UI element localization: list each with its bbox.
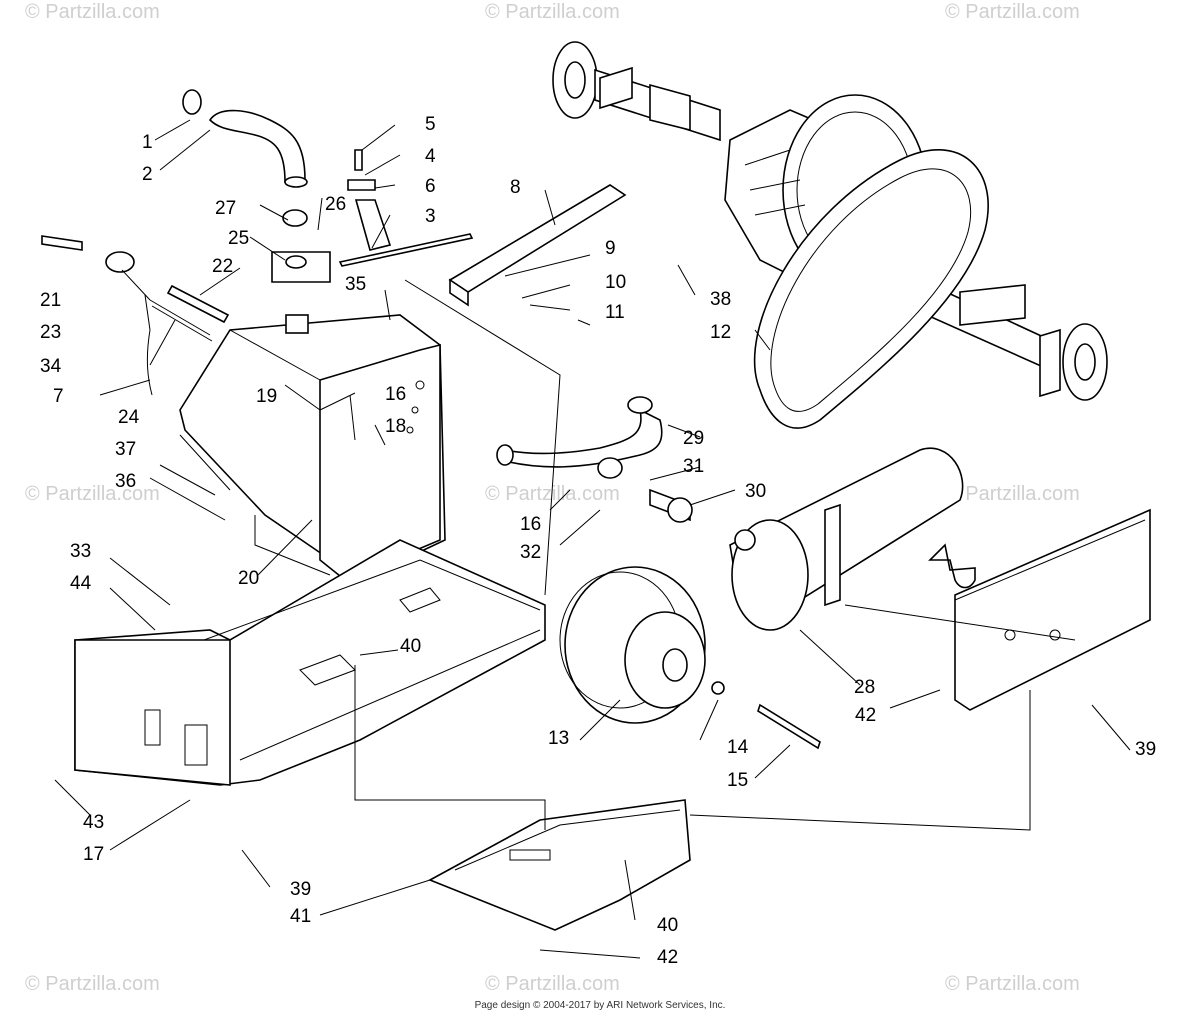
callout-27: 27 [215, 198, 236, 219]
callout-4: 4 [425, 146, 436, 167]
callout-3: 3 [425, 206, 436, 227]
watermark: © Partzilla.com [25, 973, 160, 995]
base-plate [74, 539, 546, 786]
callout-12: 12 [710, 322, 731, 343]
callout-31: 31 [683, 456, 704, 477]
callout-7: 7 [53, 386, 64, 407]
drive-clutch [559, 566, 821, 750]
watermark: © Partzilla.com [945, 483, 1080, 505]
heat-shield [954, 508, 1151, 711]
callout-15: 15 [727, 770, 748, 791]
watermark: © Partzilla.com [25, 1, 160, 23]
muffler [729, 447, 976, 631]
callout-labels: 1 2 3 4 5 6 7 8 9 10 11 12 13 14 15 16 1… [40, 114, 1156, 968]
callout-8: 8 [510, 177, 521, 198]
callout-22: 22 [212, 256, 233, 277]
drive-belt [753, 149, 989, 429]
callout-6: 6 [425, 176, 436, 197]
callout-40: 40 [400, 636, 421, 657]
callout-23: 23 [40, 322, 61, 343]
watermark: © Partzilla.com [945, 973, 1080, 995]
throttle-linkage [41, 149, 474, 396]
callout-28: 28 [854, 677, 875, 698]
callout-26: 26 [325, 194, 346, 215]
callout-38: 38 [710, 289, 731, 310]
callout-32: 32 [520, 542, 541, 563]
callout-37: 37 [115, 439, 136, 460]
axle-assembly [552, 41, 1108, 401]
callout-19: 19 [256, 386, 277, 407]
callout-14: 14 [727, 737, 749, 758]
leader-lines [54, 119, 1131, 959]
callout-9: 9 [605, 238, 616, 259]
belt-guard [428, 799, 691, 931]
callout-36: 36 [115, 471, 136, 492]
callout-24: 24 [118, 407, 140, 428]
page-footer: Page design © 2004-2017 by ARI Network S… [474, 1000, 726, 1011]
callout-43: 43 [83, 812, 104, 833]
callout-18: 18 [385, 416, 406, 437]
callout-25: 25 [228, 228, 249, 249]
callout-42-b: 42 [657, 947, 678, 968]
callout-5: 5 [425, 114, 436, 135]
engine-frame [179, 314, 446, 581]
callout-10: 10 [605, 272, 626, 293]
callout-44: 44 [70, 573, 92, 594]
callout-39: 39 [1135, 739, 1156, 760]
callout-17: 17 [83, 844, 104, 865]
callout-35: 35 [345, 274, 366, 295]
callout-1: 1 [142, 132, 153, 153]
watermark: © Partzilla.com [485, 973, 620, 995]
callout-29: 29 [683, 428, 704, 449]
callout-2: 2 [142, 164, 153, 185]
callout-16-b: 16 [520, 514, 541, 535]
callout-33: 33 [70, 541, 91, 562]
callout-13: 13 [548, 728, 569, 749]
callout-41: 41 [290, 906, 311, 927]
watermarks: © Partzilla.com © Partzilla.com © Partzi… [25, 1, 1080, 995]
exhaust-pipe [496, 396, 693, 523]
callout-21: 21 [40, 290, 61, 311]
watermark: © Partzilla.com [25, 483, 160, 505]
callout-42: 42 [855, 705, 876, 726]
callout-30: 30 [745, 481, 766, 502]
intake-boot [182, 89, 331, 334]
callout-34: 34 [40, 356, 62, 377]
callout-39-b: 39 [290, 879, 311, 900]
watermark: © Partzilla.com [945, 1, 1080, 23]
callout-11: 11 [605, 302, 625, 323]
bracket [404, 184, 627, 596]
callout-40-b: 40 [657, 915, 678, 936]
callout-20: 20 [238, 568, 259, 589]
watermark: © Partzilla.com [485, 1, 620, 23]
callout-16: 16 [385, 384, 406, 405]
